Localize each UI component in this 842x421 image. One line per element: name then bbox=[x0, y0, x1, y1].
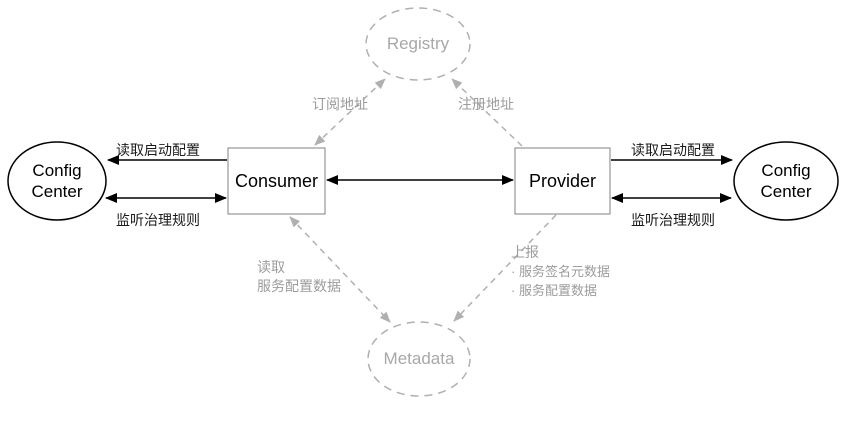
provider-box bbox=[514, 147, 611, 215]
provider-metadata-report-label: 上报 · 服务签名元数据 · 服务配置数据 bbox=[511, 243, 610, 300]
config-center-right-line1: Config bbox=[761, 161, 811, 180]
edge-consumer-metadata-read bbox=[289, 216, 391, 323]
edge-register-address bbox=[451, 78, 523, 147]
register-address-label: 注册地址 bbox=[458, 96, 514, 112]
config-center-right-label: Config Center bbox=[736, 159, 836, 203]
provider-watch-gov-rules-label: 监听治理规则 bbox=[631, 212, 715, 228]
edge-subscribe-address bbox=[314, 78, 386, 146]
consumer-watch-gov-rules-label: 监听治理规则 bbox=[116, 212, 200, 228]
edge-provider-metadata-report bbox=[453, 214, 557, 322]
provider-metadata-report-line1: 上报 bbox=[511, 244, 539, 260]
subscribe-address-label: 订阅地址 bbox=[312, 96, 368, 112]
config-center-left-ellipse bbox=[7, 141, 107, 221]
consumer-box bbox=[227, 147, 326, 215]
registry-ellipse bbox=[365, 7, 471, 81]
consumer-label: Consumer bbox=[234, 170, 319, 191]
consumer-metadata-read-label: 读取 服务配置数据 bbox=[257, 258, 341, 296]
provider-metadata-report-item2: · 服务配置数据 bbox=[511, 283, 597, 298]
config-center-left-label: Config Center bbox=[7, 159, 107, 203]
consumer-metadata-read-line1: 读取 bbox=[257, 259, 285, 275]
consumer-metadata-read-line2: 服务配置数据 bbox=[257, 278, 341, 294]
config-center-right-line2: Center bbox=[760, 182, 812, 201]
config-center-left-line2: Center bbox=[31, 182, 83, 201]
metadata-ellipse bbox=[367, 321, 471, 397]
provider-metadata-report-item1: · 服务签名元数据 bbox=[511, 264, 610, 279]
config-center-left-line1: Config bbox=[32, 161, 82, 180]
config-center-right-ellipse bbox=[733, 141, 839, 221]
registry-label: Registry bbox=[386, 34, 450, 53]
metadata-label: Metadata bbox=[383, 349, 455, 368]
consumer-read-boot-config-label: 读取启动配置 bbox=[116, 142, 200, 158]
provider-read-boot-config-label: 读取启动配置 bbox=[631, 142, 715, 158]
provider-label: Provider bbox=[528, 170, 597, 191]
